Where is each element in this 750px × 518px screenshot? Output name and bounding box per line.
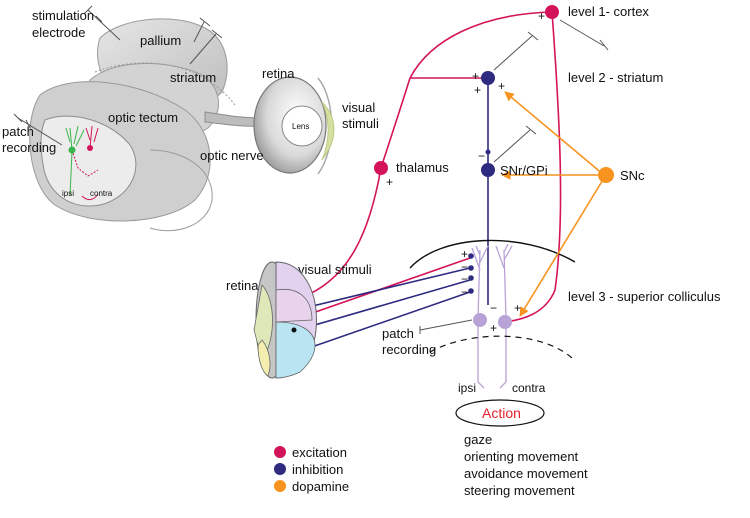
visual-stimulus-leaf — [321, 101, 335, 161]
sign-sc-plus-2: + — [514, 301, 521, 315]
sign-tectum-minus-3: − — [461, 285, 468, 299]
optic-tectum-label: optic tectum — [108, 110, 178, 125]
snr-gpi-node — [481, 163, 495, 177]
sign-thalamus-plus: + — [386, 175, 393, 189]
thalamus-label: thalamus — [396, 160, 449, 175]
legend-inhibition-dot — [274, 463, 286, 475]
legend: excitation inhibition dopamine — [274, 445, 349, 494]
patch-electrode-icon — [13, 113, 63, 146]
action-item: steering movement — [464, 483, 575, 498]
sign-cortex-plus: + — [538, 9, 545, 23]
lens-label: Lens — [292, 122, 309, 131]
optic-nerve-label: optic nerve — [200, 148, 264, 163]
cortex-node — [545, 5, 559, 19]
level3-label: level 3 - superior colliculus — [568, 289, 721, 304]
legend-dopamine-label: dopamine — [292, 479, 349, 494]
striatum-label: striatum — [170, 70, 216, 85]
tectum-dendrites — [471, 243, 513, 389]
sign-striatum-plus-left: + — [474, 83, 481, 97]
pallium-label: pallium — [140, 33, 181, 48]
tectum-input-terminals — [468, 253, 474, 294]
circuit-electrode-icons — [419, 19, 609, 334]
tectum-section — [40, 115, 137, 207]
lens — [281, 105, 323, 147]
contra-label: contra — [512, 381, 546, 395]
retina-label-brain: retina — [262, 66, 295, 81]
contra-arrow — [81, 193, 99, 201]
visual-stimuli-label: visual stimuli — [298, 262, 372, 277]
patch-recording-brain-label: patch recording — [2, 124, 56, 155]
sc-contra-node — [498, 315, 512, 329]
brain-illustration: stimulation electrode pallium striatum r… — [2, 5, 379, 232]
sign-tectum-plus-1: + — [461, 247, 468, 261]
retina-eye — [253, 261, 317, 379]
snr-gpi-label: SNr/GPi — [500, 163, 548, 178]
sign-striatum-plus-right: + — [498, 79, 505, 93]
snr-terminal-dot — [485, 149, 491, 155]
tectum-layer-curve — [409, 239, 576, 269]
sign-sc-plus: + — [490, 321, 497, 335]
legend-excitation-dot — [274, 446, 286, 458]
striatum-node — [481, 71, 495, 85]
snc-node — [598, 167, 614, 183]
action-label: Action — [482, 405, 521, 421]
action-group: Action gaze orienting movement avoidance… — [455, 399, 588, 498]
dotted-pathway — [94, 62, 236, 106]
sign-tectum-minus-1: − — [461, 260, 468, 274]
retina-label: retina — [226, 278, 259, 293]
level2-label: level 2 - striatum — [568, 70, 663, 85]
sign-striatum-plus-top: + — [472, 69, 479, 83]
tectum-dashed-curve — [429, 335, 573, 359]
action-item: avoidance movement — [464, 466, 588, 481]
circuit: + + + + + − + − − − − + + level 1- corte… — [226, 4, 721, 395]
snc-label: SNc — [620, 168, 645, 183]
contra-brain-label: contra — [90, 189, 113, 198]
visual-stimuli-brain-label: visual stimuli — [342, 100, 379, 131]
legend-excitation-label: excitation — [292, 445, 347, 460]
hindbrain-lobe — [149, 149, 213, 232]
legend-dopamine-dot — [274, 480, 286, 492]
dopamine-pathways — [501, 91, 605, 317]
patch-recording-label: patch recording — [382, 326, 436, 357]
tectum-neurons — [65, 125, 99, 201]
sign-snr-minus: − — [478, 149, 485, 163]
level1-label: level 1- cortex — [568, 4, 649, 19]
stimulation-electrode-icon — [83, 5, 223, 65]
action-item: orienting movement — [464, 449, 579, 464]
stimulation-electrode-label: stimulation electrode — [32, 8, 98, 40]
action-ellipse — [455, 399, 545, 427]
action-item: gaze — [464, 432, 492, 447]
ipsi-brain-label: ipsi — [62, 189, 74, 198]
thalamus-node — [374, 161, 388, 175]
ipsi-label: ipsi — [458, 381, 476, 395]
sign-tectum-minus-2: − — [461, 272, 468, 286]
sign-sc-minus: − — [490, 301, 497, 315]
sc-ipsi-node — [473, 313, 487, 327]
legend-inhibition-label: inhibition — [292, 462, 343, 477]
